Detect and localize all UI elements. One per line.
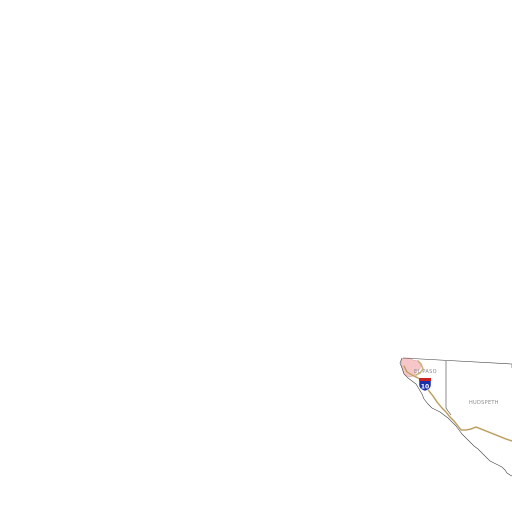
shield-body bbox=[418, 377, 432, 392]
loop-road bbox=[415, 360, 424, 376]
county-line-el-paso-hudspeth bbox=[445, 361, 452, 416]
county-label-el-paso: EL PASO bbox=[414, 369, 437, 375]
shield-top-band bbox=[419, 378, 431, 381]
urban-area-el-paso bbox=[400, 357, 422, 378]
interstate-shield-icon: 10 bbox=[418, 377, 432, 392]
state-boundary-north bbox=[402, 357, 512, 365]
county-label-hudspeth: HUDSPETH bbox=[469, 400, 499, 406]
international-border bbox=[399, 357, 512, 477]
county-boundaries bbox=[399, 357, 512, 477]
interstate-shield-number: 10 bbox=[421, 384, 429, 391]
